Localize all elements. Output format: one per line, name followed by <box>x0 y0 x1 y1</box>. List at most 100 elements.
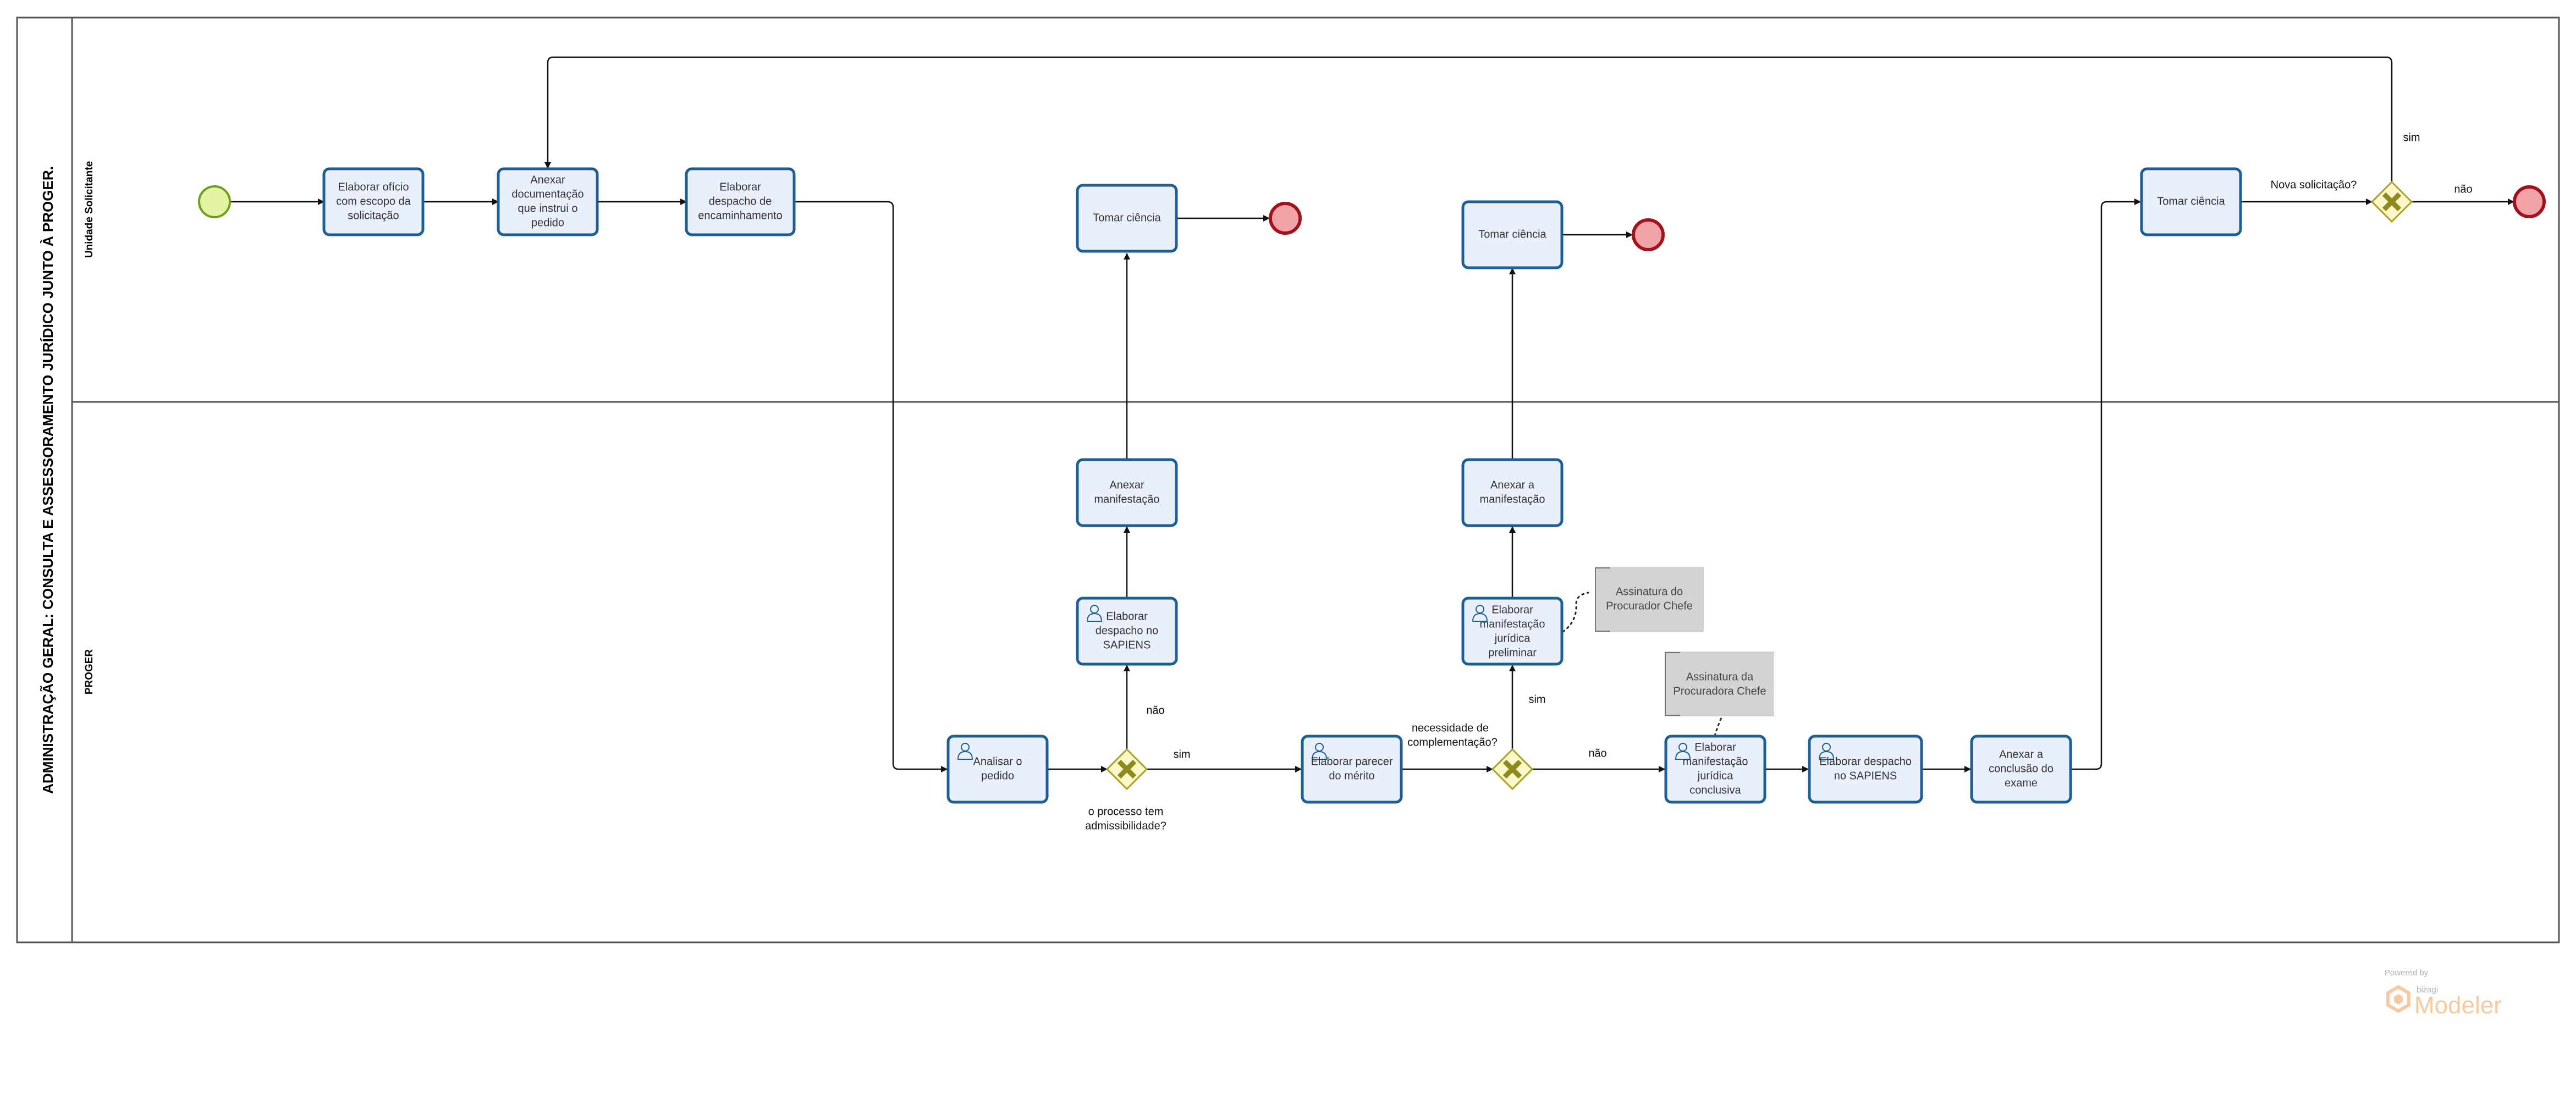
task-label: no SAPIENS <box>1834 770 1897 782</box>
annotation-bracket <box>1665 652 1680 716</box>
gateway-label: admissibilidade? <box>1085 820 1166 832</box>
task-label: Anexar <box>1109 479 1144 491</box>
gateway-label: o processo tem <box>1088 805 1164 818</box>
task-label: Elaborar <box>1491 604 1533 616</box>
task-shape <box>1461 200 1564 269</box>
task-label: Analisar o <box>973 755 1022 768</box>
bizagi-logo-icon <box>2386 985 2410 1013</box>
annotation-assinatura-procuradora[interactable]: Assinatura da Procuradora Chefe <box>1665 652 1774 737</box>
association-line <box>1562 592 1589 633</box>
task-elaborar-parecer-merito[interactable]: Elaborar parecer do mérito <box>1301 735 1403 804</box>
task-shape <box>1301 735 1403 804</box>
task-label: Anexar a <box>1999 748 2044 760</box>
annotation-bracket <box>1595 567 1610 632</box>
annotation-text: Procurador Chefe <box>1606 600 1693 612</box>
task-label: documentação <box>511 188 584 200</box>
pool-border <box>16 16 2560 943</box>
gateway-admissibilidade[interactable]: o processo tem admissibilidade? <box>1085 748 1166 832</box>
task-shape <box>1461 458 1564 527</box>
flow-label-g2-sim: sim <box>1173 748 1190 760</box>
x-icon <box>1502 759 1522 779</box>
task-anexar-conclusao-exame[interactable]: Anexar a conclusão do exame <box>1970 735 2072 804</box>
gateway-complementacao[interactable]: necessidade de complementação? <box>1407 722 1534 791</box>
task-label: encaminhamento <box>698 209 782 222</box>
task-tomar-ciencia-3[interactable]: Tomar ciência <box>2140 167 2242 236</box>
vendor-text: bizagi <box>2417 985 2438 995</box>
task-elaborar-manifestacao-conclusiva[interactable]: Elaborar manifestação jurídica conclusiv… <box>1664 735 1766 804</box>
task-shape <box>2140 167 2242 236</box>
task-label: Tomar ciência <box>1478 228 1546 240</box>
user-icon <box>1311 743 1328 760</box>
gateway-label: Nova solicitação? <box>2271 179 2357 191</box>
x-icon <box>2382 192 2402 212</box>
task-label: Elaborar <box>1694 741 1736 753</box>
task-label: manifestação <box>1480 493 1545 505</box>
task-shape <box>497 167 599 236</box>
user-icon <box>957 743 973 760</box>
user-icon <box>1818 743 1835 760</box>
task-label: Elaborar <box>1106 610 1148 622</box>
task-shape <box>1808 735 1923 804</box>
annotation-text: Assinatura do <box>1616 586 1683 598</box>
branding: Powered by bizagi Modeler <box>2385 968 2502 1019</box>
task-shape <box>322 167 425 236</box>
start-event[interactable] <box>198 185 231 218</box>
flow-labels: sim não não sim sim não <box>1146 131 2472 760</box>
task-elaborar-oficio[interactable]: Elaborar ofício com escopo da solicitaçã… <box>322 167 425 236</box>
task-shape <box>1461 597 1564 666</box>
task-shape <box>1076 184 1178 253</box>
task-analisar-pedido[interactable]: Analisar o pedido <box>946 735 1049 804</box>
flow-label-g3-sim: sim <box>1528 693 1545 705</box>
task-label: do mérito <box>1329 770 1374 782</box>
end-event[interactable] <box>1269 202 1302 235</box>
end-event[interactable] <box>1632 218 1665 251</box>
user-icon <box>1675 743 1691 760</box>
task-shape <box>1970 735 2072 804</box>
task-label: despacho de <box>709 195 772 207</box>
task-shape <box>1664 735 1766 804</box>
pool: ADMINISTRAÇÃO GERAL: CONSULTA E ASSESSOR… <box>16 16 2560 943</box>
task-shape <box>685 167 796 236</box>
gateway-nova-solicitacao[interactable]: Nova solicitação? <box>2271 179 2413 223</box>
task-shape <box>946 735 1049 804</box>
task-label: preliminar <box>1488 647 1537 659</box>
task-elaborar-despacho-sapiens[interactable]: Elaborar despacho no SAPIENS <box>1076 597 1178 666</box>
lane-title-proger: PROGER <box>84 649 95 695</box>
task-elaborar-despacho-encaminhamento[interactable]: Elaborar despacho de encaminhamento <box>685 167 796 236</box>
annotation-assinatura-procurador[interactable]: Assinatura do Procurador Chefe <box>1562 567 1704 633</box>
annotation-text: Procuradora Chefe <box>1674 685 1766 697</box>
task-shape <box>1076 458 1178 527</box>
flow-t3-to-t11 <box>794 201 948 772</box>
task-elaborar-despacho-no-sapiens[interactable]: Elaborar despacho no SAPIENS <box>1808 735 1923 804</box>
task-label: manifestação <box>1683 755 1748 768</box>
flow-label-g1-sim: sim <box>2403 131 2420 143</box>
task-anexar-manifestacao[interactable]: Anexar manifestação <box>1076 458 1178 527</box>
task-label: jurídica <box>1697 770 1733 782</box>
task-tomar-ciencia-1[interactable]: Tomar ciência <box>1076 184 1178 253</box>
end-event[interactable] <box>2513 185 2546 218</box>
task-label: manifestação <box>1094 493 1160 505</box>
annotation-box <box>1665 652 1774 716</box>
association-line <box>1714 716 1723 737</box>
task-label: manifestação <box>1480 618 1545 630</box>
gateways: Nova solicitação? o processo tem admissi… <box>1085 179 2413 832</box>
task-label: que instrui o <box>518 202 578 214</box>
task-anexar-documentacao[interactable]: Anexar documentação que instrui o pedido <box>497 167 599 236</box>
sequence-flows <box>230 56 2514 772</box>
task-label: Tomar ciência <box>1093 212 1161 224</box>
annotation-box <box>1595 567 1704 632</box>
lane-title-unidade-solicitante: Unidade Solicitante <box>84 161 95 258</box>
task-label: com escopo da <box>336 195 411 207</box>
task-label: exame <box>2005 777 2038 789</box>
task-shape <box>1076 597 1178 666</box>
flow-label-g2-nao: não <box>1146 704 1164 716</box>
user-icon <box>1086 605 1103 622</box>
task-label: Elaborar <box>719 181 761 193</box>
task-label: pedido <box>531 217 564 229</box>
task-label: Anexar <box>530 174 565 186</box>
task-anexar-a-manifestacao[interactable]: Anexar a manifestação <box>1461 458 1564 527</box>
task-label: pedido <box>981 770 1014 782</box>
task-tomar-ciencia-2[interactable]: Tomar ciência <box>1461 200 1564 269</box>
task-elaborar-manifestacao-preliminar[interactable]: Elaborar manifestação jurídica prelimina… <box>1461 597 1564 666</box>
